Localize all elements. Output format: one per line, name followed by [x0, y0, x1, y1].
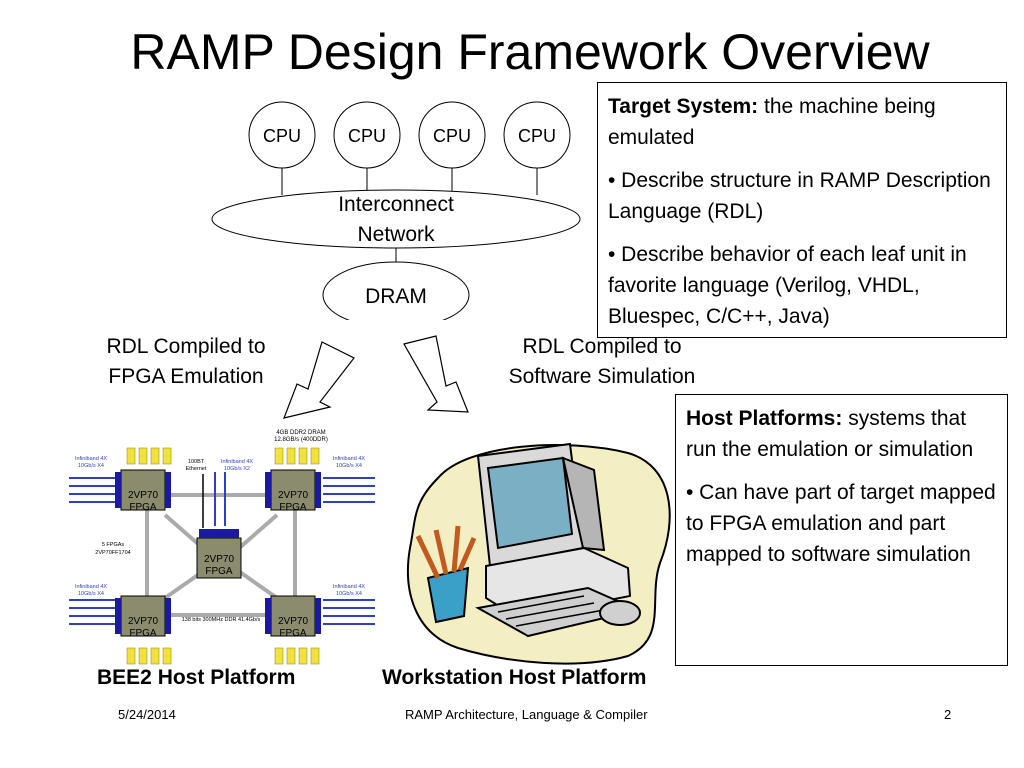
host-platforms-box: Host Platforms: systems that run the emu… — [675, 394, 1008, 666]
bee2-fpga-bottom-right — [270, 595, 316, 637]
dram-node — [322, 261, 470, 320]
cpu-label: CPU — [518, 126, 556, 146]
workstation-illustration — [407, 442, 671, 665]
bee2-ethernet-note-2: Ethernet — [186, 466, 207, 472]
interconnect-network-node — [211, 189, 581, 249]
target-bullet-2: • Describe behavior of each leaf unit in… — [608, 243, 967, 328]
bee2-fpga-label-2: FPGA — [279, 628, 307, 639]
target-system-heading-rest: the machine being emulated — [608, 95, 936, 149]
bee2-fpga-count-1: 5 FPGAs — [102, 542, 125, 548]
target-bullet-1: • Describe structure in RAMP Description… — [608, 169, 991, 223]
interconnect-label-line2: Network — [357, 223, 435, 246]
cpu-node-1 — [248, 101, 316, 169]
bee2-fpga-label-2: FPGA — [205, 566, 233, 577]
monitor-screen-icon — [486, 456, 574, 550]
bee2-platform-label: BEE2 Host Platform — [97, 666, 296, 689]
bee2-infiniband-center-note-1: Infiniband 4X — [221, 459, 253, 465]
bee2-fpga-label-1: 2VP70 — [128, 616, 158, 627]
bee2-dram-note-1: 4GB DDR2 DRAM — [276, 430, 325, 436]
bee2-infiniband-note-1: Infiniband 4X — [333, 584, 365, 590]
interconnect-label-line1: Interconnect — [338, 193, 454, 216]
bee2-link-diag-4 — [235, 568, 279, 600]
pencils-icon — [415, 525, 477, 580]
bee2-fpga-label-1: 2VP70 — [278, 616, 308, 627]
bee2-dram-note-2: 12.8GB/s (400DDR) — [274, 437, 328, 443]
compile-arrows — [283, 335, 469, 419]
bee2-fpga-bottom-left — [120, 595, 166, 637]
workstation-platform-label: Workstation Host Platform — [382, 666, 647, 689]
bee2-fpga-count-2: 2VP70FF1704 — [95, 550, 130, 556]
bee2-infiniband-note-2: 10Gb/s X4 — [78, 463, 104, 469]
footer-title: RAMP Architecture, Language & Compiler — [405, 707, 648, 722]
target-system-heading: Target System: — [608, 95, 759, 118]
footer-date: 5/24/2014 — [118, 707, 176, 722]
target-system-box: Target System: the machine being emulate… — [597, 82, 1007, 338]
bee2-ethernet-note-1: 100BT — [188, 459, 205, 465]
bee2-infiniband-center-note-2: 10Gb/s X2 — [224, 466, 250, 472]
bee2-fpga-label-2: FPGA — [279, 502, 307, 513]
bee2-board-diagram: 4GB DDR2 DRAM 12.8GB/s (400DDR) — [69, 430, 375, 665]
bee2-fpga-label-2: FPGA — [129, 628, 157, 639]
fpga-arrow — [283, 341, 355, 419]
cpu-label: CPU — [263, 126, 301, 146]
software-compile-note-line2: Software Simulation — [508, 365, 696, 388]
host-platforms-heading-rest: systems that run the emulation or simula… — [686, 407, 974, 461]
monitor-side-icon — [561, 456, 606, 552]
fpga-compile-note: RDL Compiled to FPGA Emulation — [70, 332, 302, 392]
bee2-fpga-label-1: 2VP70 — [204, 554, 234, 565]
footer-page-number: 2 — [944, 707, 952, 722]
bee2-fpga-label-1: 2VP70 — [128, 490, 158, 501]
pencil-cup-icon — [426, 566, 470, 624]
bee2-ddr-note: 138 bits 300MHz DDR 41.4Gb/s — [182, 617, 261, 623]
bee2-dram-modules — [126, 447, 320, 665]
cpu-node-2 — [333, 101, 401, 169]
cpu-node-4 — [503, 101, 571, 169]
slide-title: RAMP Design Framework Overview — [130, 24, 930, 80]
fpga-compile-note-line1: RDL Compiled to — [106, 335, 266, 358]
bee2-infiniband-note-2: 10Gb/s X4 — [336, 591, 362, 597]
host-bullet-1: • Can have part of target mapped to FPGA… — [686, 481, 996, 566]
software-arrow — [403, 335, 469, 413]
cpu-label: CPU — [433, 126, 471, 146]
target-system-diagram: CPU CPU CPU CPU Interconnect Network DRA… — [211, 101, 581, 320]
bee2-infiniband-note-2: 10Gb/s X4 — [78, 591, 104, 597]
bee2-infiniband-note-1: Infiniband 4X — [75, 456, 107, 462]
fpga-compile-note-line2: FPGA Emulation — [108, 365, 264, 388]
bee2-infiniband-note-1: Infiniband 4X — [333, 456, 365, 462]
cpu-label: CPU — [348, 126, 386, 146]
bee2-infiniband-note-1: Infiniband 4X — [75, 584, 107, 590]
software-compile-note-line1: RDL Compiled to — [522, 335, 682, 358]
bee2-infiniband-links — [69, 472, 375, 625]
bee2-fpga-label-1: 2VP70 — [278, 490, 308, 501]
bee2-fpga-label-2: FPGA — [129, 502, 157, 513]
target-system-description: Target System: the machine being emulate… — [608, 91, 996, 153]
bee2-infiniband-note-2: 10Gb/s X4 — [336, 463, 362, 469]
software-compile-note: RDL Compiled to Software Simulation — [478, 332, 726, 392]
mouse-icon — [599, 600, 641, 626]
cpu-node-3 — [418, 101, 486, 169]
dram-label: DRAM — [365, 285, 427, 308]
host-platforms-heading: Host Platforms: — [686, 407, 843, 430]
host-platforms-description: Host Platforms: systems that run the emu… — [686, 403, 997, 465]
bee2-port-blocks — [115, 472, 321, 634]
bee2-link-diag-2 — [235, 513, 279, 552]
